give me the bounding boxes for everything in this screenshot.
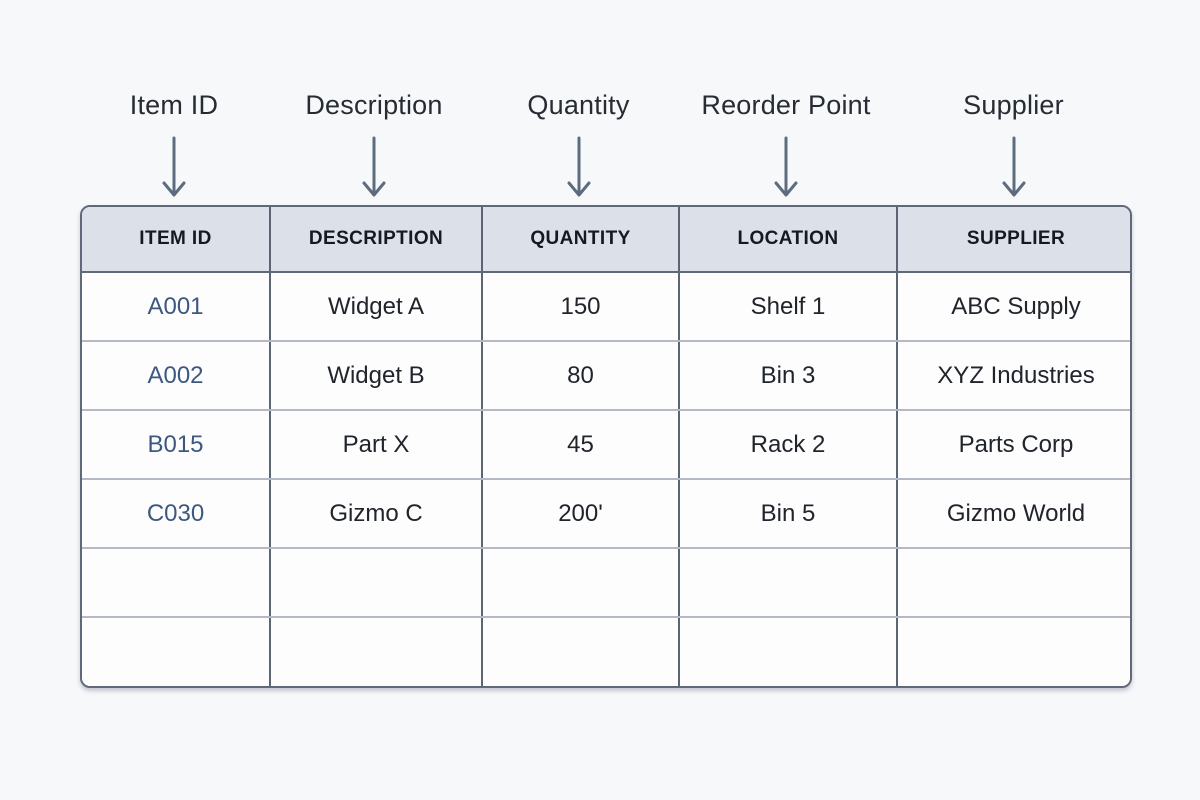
table-row-empty — [82, 617, 1130, 686]
down-arrow-icon — [268, 136, 480, 200]
header-row: ITEM ID DESCRIPTION QUANTITY LOCATION SU… — [82, 207, 1130, 273]
cell-item-id: A001 — [82, 272, 270, 342]
annotation-label-item-id: Item ID — [129, 90, 219, 120]
annotation-labels-row: Item ID Description Quantity Reorder Poi… — [80, 90, 1132, 121]
cell-supplier — [896, 617, 1130, 686]
cell-quantity: 200' — [481, 479, 679, 549]
cell-supplier: Gizmo World — [896, 479, 1130, 549]
table-row: A001 Widget A 150 Shelf 1 ABC Supply — [82, 272, 1130, 342]
annotation-label-description: Description — [305, 90, 443, 120]
cell-location: Bin 5 — [678, 479, 897, 549]
cell-quantity — [481, 617, 679, 686]
table-row-empty — [82, 548, 1130, 618]
down-arrow-icon — [480, 136, 677, 200]
cell-supplier — [896, 548, 1130, 618]
cell-supplier: ABC Supply — [896, 272, 1130, 342]
cell-quantity: 45 — [481, 410, 679, 480]
cell-description: Widget A — [269, 272, 482, 342]
inventory-table-card: ITEM ID DESCRIPTION QUANTITY LOCATION SU… — [80, 205, 1132, 688]
cell-item-id — [82, 548, 270, 618]
table-row: B015 Part X 45 Rack 2 Parts Corp — [82, 410, 1130, 480]
down-arrow-icon — [677, 136, 895, 200]
cell-item-id: B015 — [82, 410, 270, 480]
cell-item-id: C030 — [82, 479, 270, 549]
table-row: A002 Widget B 80 Bin 3 XYZ Industries — [82, 341, 1130, 411]
cell-item-id: A002 — [82, 341, 270, 411]
cell-description: Part X — [269, 410, 482, 480]
column-header-quantity: QUANTITY — [481, 207, 679, 273]
annotation-arrows-row — [80, 136, 1132, 200]
cell-description: Gizmo C — [269, 479, 482, 549]
column-header-description: DESCRIPTION — [269, 207, 482, 273]
cell-supplier: Parts Corp — [896, 410, 1130, 480]
column-header-supplier: SUPPLIER — [896, 207, 1130, 273]
column-header-location: LOCATION — [678, 207, 897, 273]
table-row: C030 Gizmo C 200' Bin 5 Gizmo World — [82, 479, 1130, 549]
cell-location: Shelf 1 — [678, 272, 897, 342]
annotation-label-quantity: Quantity — [527, 90, 630, 120]
cell-description — [269, 617, 482, 686]
annotation-label-supplier: Supplier — [963, 90, 1064, 120]
cell-description: Widget B — [269, 341, 482, 411]
cell-supplier: XYZ Industries — [896, 341, 1130, 411]
cell-item-id — [82, 617, 270, 686]
cell-location: Bin 3 — [678, 341, 897, 411]
down-arrow-icon — [895, 136, 1132, 200]
annotation-label-reorder-point: Reorder Point — [701, 90, 871, 120]
cell-quantity: 80 — [481, 341, 679, 411]
cell-location: Rack 2 — [678, 410, 897, 480]
cell-description — [269, 548, 482, 618]
column-header-item-id: ITEM ID — [82, 207, 270, 273]
cell-location — [678, 548, 897, 618]
cell-location — [678, 617, 897, 686]
down-arrow-icon — [80, 136, 268, 200]
cell-quantity — [481, 548, 679, 618]
cell-quantity: 150 — [481, 272, 679, 342]
inventory-table: ITEM ID DESCRIPTION QUANTITY LOCATION SU… — [82, 207, 1130, 686]
